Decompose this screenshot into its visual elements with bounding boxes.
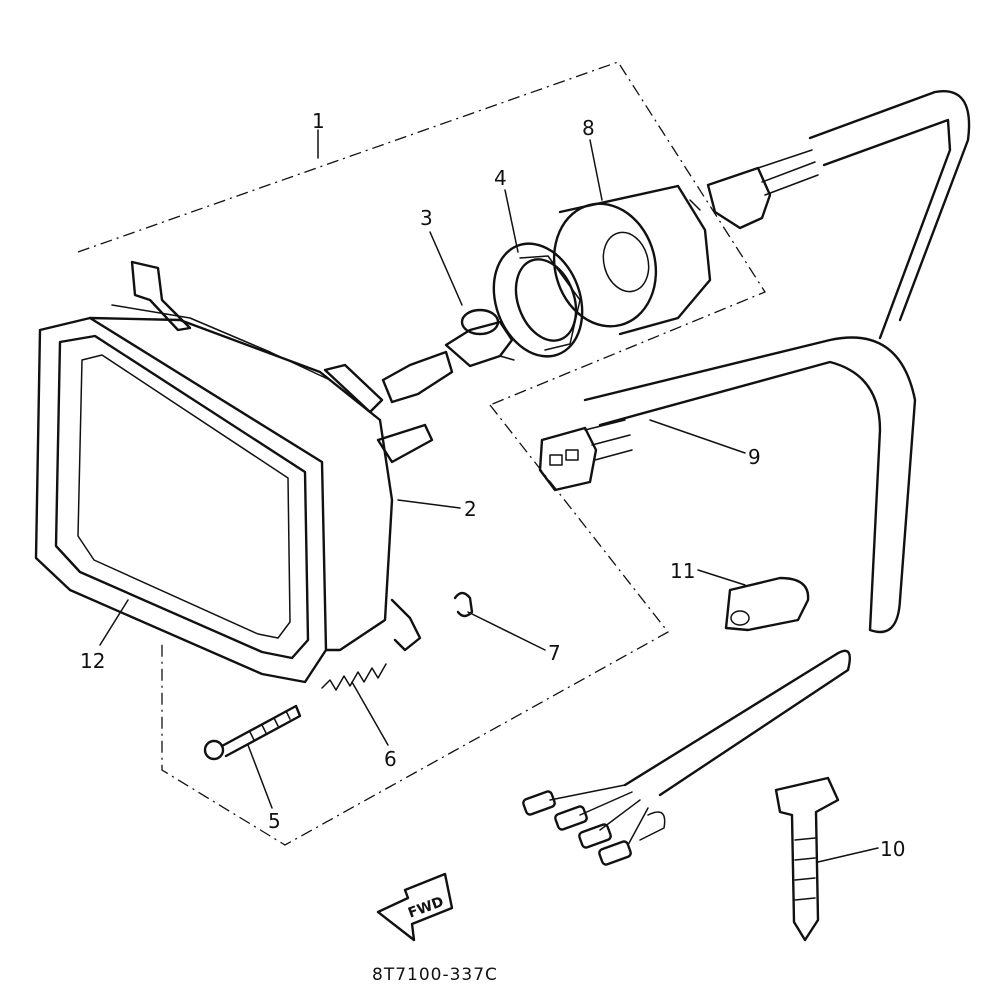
callout-7: 7 xyxy=(548,641,561,665)
drawing-code: 8T7100-337C xyxy=(372,965,498,985)
callout-4: 4 xyxy=(494,166,507,190)
leader-5 xyxy=(247,744,273,809)
wire-harness-upper xyxy=(808,90,971,340)
socket-cover-boot xyxy=(552,184,712,336)
housing-bracket xyxy=(130,260,192,332)
leader-10 xyxy=(817,847,879,863)
headlight-unit xyxy=(34,260,434,684)
headlight-lens xyxy=(77,354,291,639)
leader-11 xyxy=(697,569,746,586)
leader-6 xyxy=(351,681,389,746)
leader-3 xyxy=(429,231,463,306)
callout-11: 11 xyxy=(670,559,695,583)
callout-1: 1 xyxy=(312,109,325,133)
wire-harness-loop xyxy=(583,336,917,634)
assembly-boundary-upper xyxy=(77,61,766,406)
adjuster-spring xyxy=(321,663,387,691)
leader-7 xyxy=(467,611,546,651)
callout-12: 12 xyxy=(80,649,105,673)
callout-5: 5 xyxy=(268,809,281,833)
leader-4 xyxy=(504,189,519,253)
leader-9 xyxy=(649,419,746,454)
wire-terminals xyxy=(522,784,666,866)
wire-harness-lower xyxy=(623,649,852,797)
headlight-bulb xyxy=(381,308,515,404)
fwd-arrow: FWD xyxy=(376,872,454,942)
headlight-rim-outer xyxy=(34,316,328,684)
leader-8 xyxy=(589,139,603,201)
leader-2 xyxy=(397,499,461,509)
headlight-rim-inner xyxy=(54,334,310,660)
spring-clip xyxy=(453,591,474,618)
leader-12 xyxy=(99,599,129,646)
mount-tab-lower xyxy=(390,598,422,652)
cable-tie xyxy=(774,776,840,942)
bulb-socket-ring xyxy=(492,242,584,358)
bulb-socket-boss xyxy=(323,363,384,414)
assembly-boundary-lower xyxy=(161,404,669,846)
adjuster-screw xyxy=(203,704,302,761)
sub-harness-connector xyxy=(538,419,633,492)
callout-8: 8 xyxy=(582,116,595,140)
callout-6: 6 xyxy=(384,747,397,771)
connector-upper xyxy=(706,149,819,230)
headlight-housing-body xyxy=(88,316,394,652)
cable-clamp xyxy=(724,576,810,632)
adjuster-stud xyxy=(376,423,434,464)
headlight-housing-top xyxy=(111,304,331,381)
callout-3: 3 xyxy=(420,206,433,230)
callout-2: 2 xyxy=(464,497,477,521)
callout-9: 9 xyxy=(748,445,761,469)
callout-10: 10 xyxy=(880,837,905,861)
